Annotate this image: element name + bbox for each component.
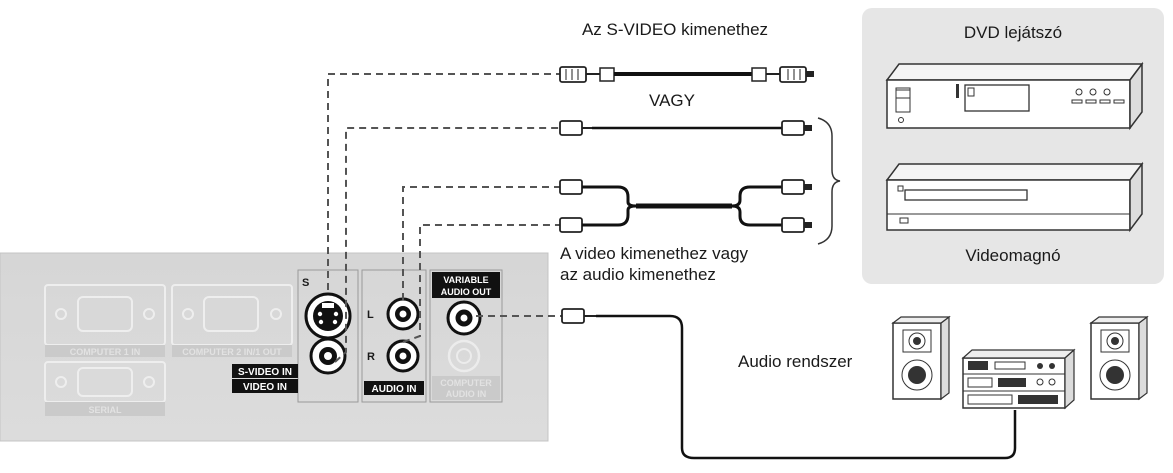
dvd-player — [885, 61, 1144, 131]
computer-2-in-1-out-port: COMPUTER 2 IN/1 OUT — [171, 284, 293, 357]
audio-system — [891, 315, 1149, 410]
video-in-label: VIDEO IN — [243, 382, 287, 393]
computer-1-in-label: COMPUTER 1 IN — [70, 347, 141, 357]
source-devices-box: DVD lejátszó Videomagnó — [862, 8, 1164, 284]
right-speaker — [1089, 315, 1149, 401]
svideo-in-label: S-VIDEO IN — [238, 367, 292, 378]
video-rca-cable — [559, 120, 812, 136]
audio-in-label: AUDIO IN — [372, 384, 417, 395]
svideo-dashed-cable — [327, 73, 560, 290]
vcr-label: Videomagnó — [965, 246, 1060, 265]
svideo-out-label: Az S-VIDEO kimenethez — [582, 20, 768, 39]
variable-audio-out-label-2: AUDIO OUT — [441, 287, 492, 297]
vcr — [885, 161, 1144, 233]
computer-audio-in-label-2: AUDIO IN — [446, 389, 487, 399]
video-audio-out-label-2: az audio kimenethez — [560, 265, 716, 284]
computer-1-in-port: COMPUTER 1 IN — [44, 284, 166, 357]
video-audio-out-label-1: A video kimenethez vagy — [560, 244, 749, 263]
right-mark: R — [367, 351, 375, 363]
audio-rca-cable — [559, 179, 812, 233]
variable-audio-out-group: VARIABLE AUDIO OUT COMPUTER AUDIO IN — [429, 269, 503, 403]
serial-label: SERIAL — [88, 405, 122, 415]
dvd-player-label: DVD lejátszó — [964, 23, 1062, 42]
computer-audio-in-label-1: COMPUTER — [440, 378, 492, 388]
left-mark: L — [367, 309, 374, 321]
svideo-video-in-group: S — [297, 269, 359, 403]
cable-brace — [817, 117, 841, 245]
serial-port: SERIAL — [44, 361, 166, 416]
svideo-cable — [559, 66, 814, 83]
audio-left-dashed-cable — [402, 186, 560, 300]
audio-out-cable — [561, 308, 1017, 460]
projector-rear-panel: COMPUTER 1 IN COMPUTER 2 IN/1 OUT SERIAL… — [0, 252, 549, 442]
computer-audio-in-jack — [447, 339, 481, 373]
dashed-cables — [327, 73, 562, 363]
s-mark: S — [302, 277, 309, 289]
left-speaker — [891, 315, 951, 401]
audio-system-label: Audio rendszer — [738, 352, 853, 371]
variable-audio-out-label-1: VARIABLE — [443, 275, 488, 285]
or-label: VAGY — [649, 91, 695, 110]
computer-2-in-1-out-label: COMPUTER 2 IN/1 OUT — [182, 347, 282, 357]
video-dashed-cable — [334, 127, 560, 363]
amplifier — [961, 348, 1076, 410]
audio-right-dashed-cable — [402, 224, 560, 343]
